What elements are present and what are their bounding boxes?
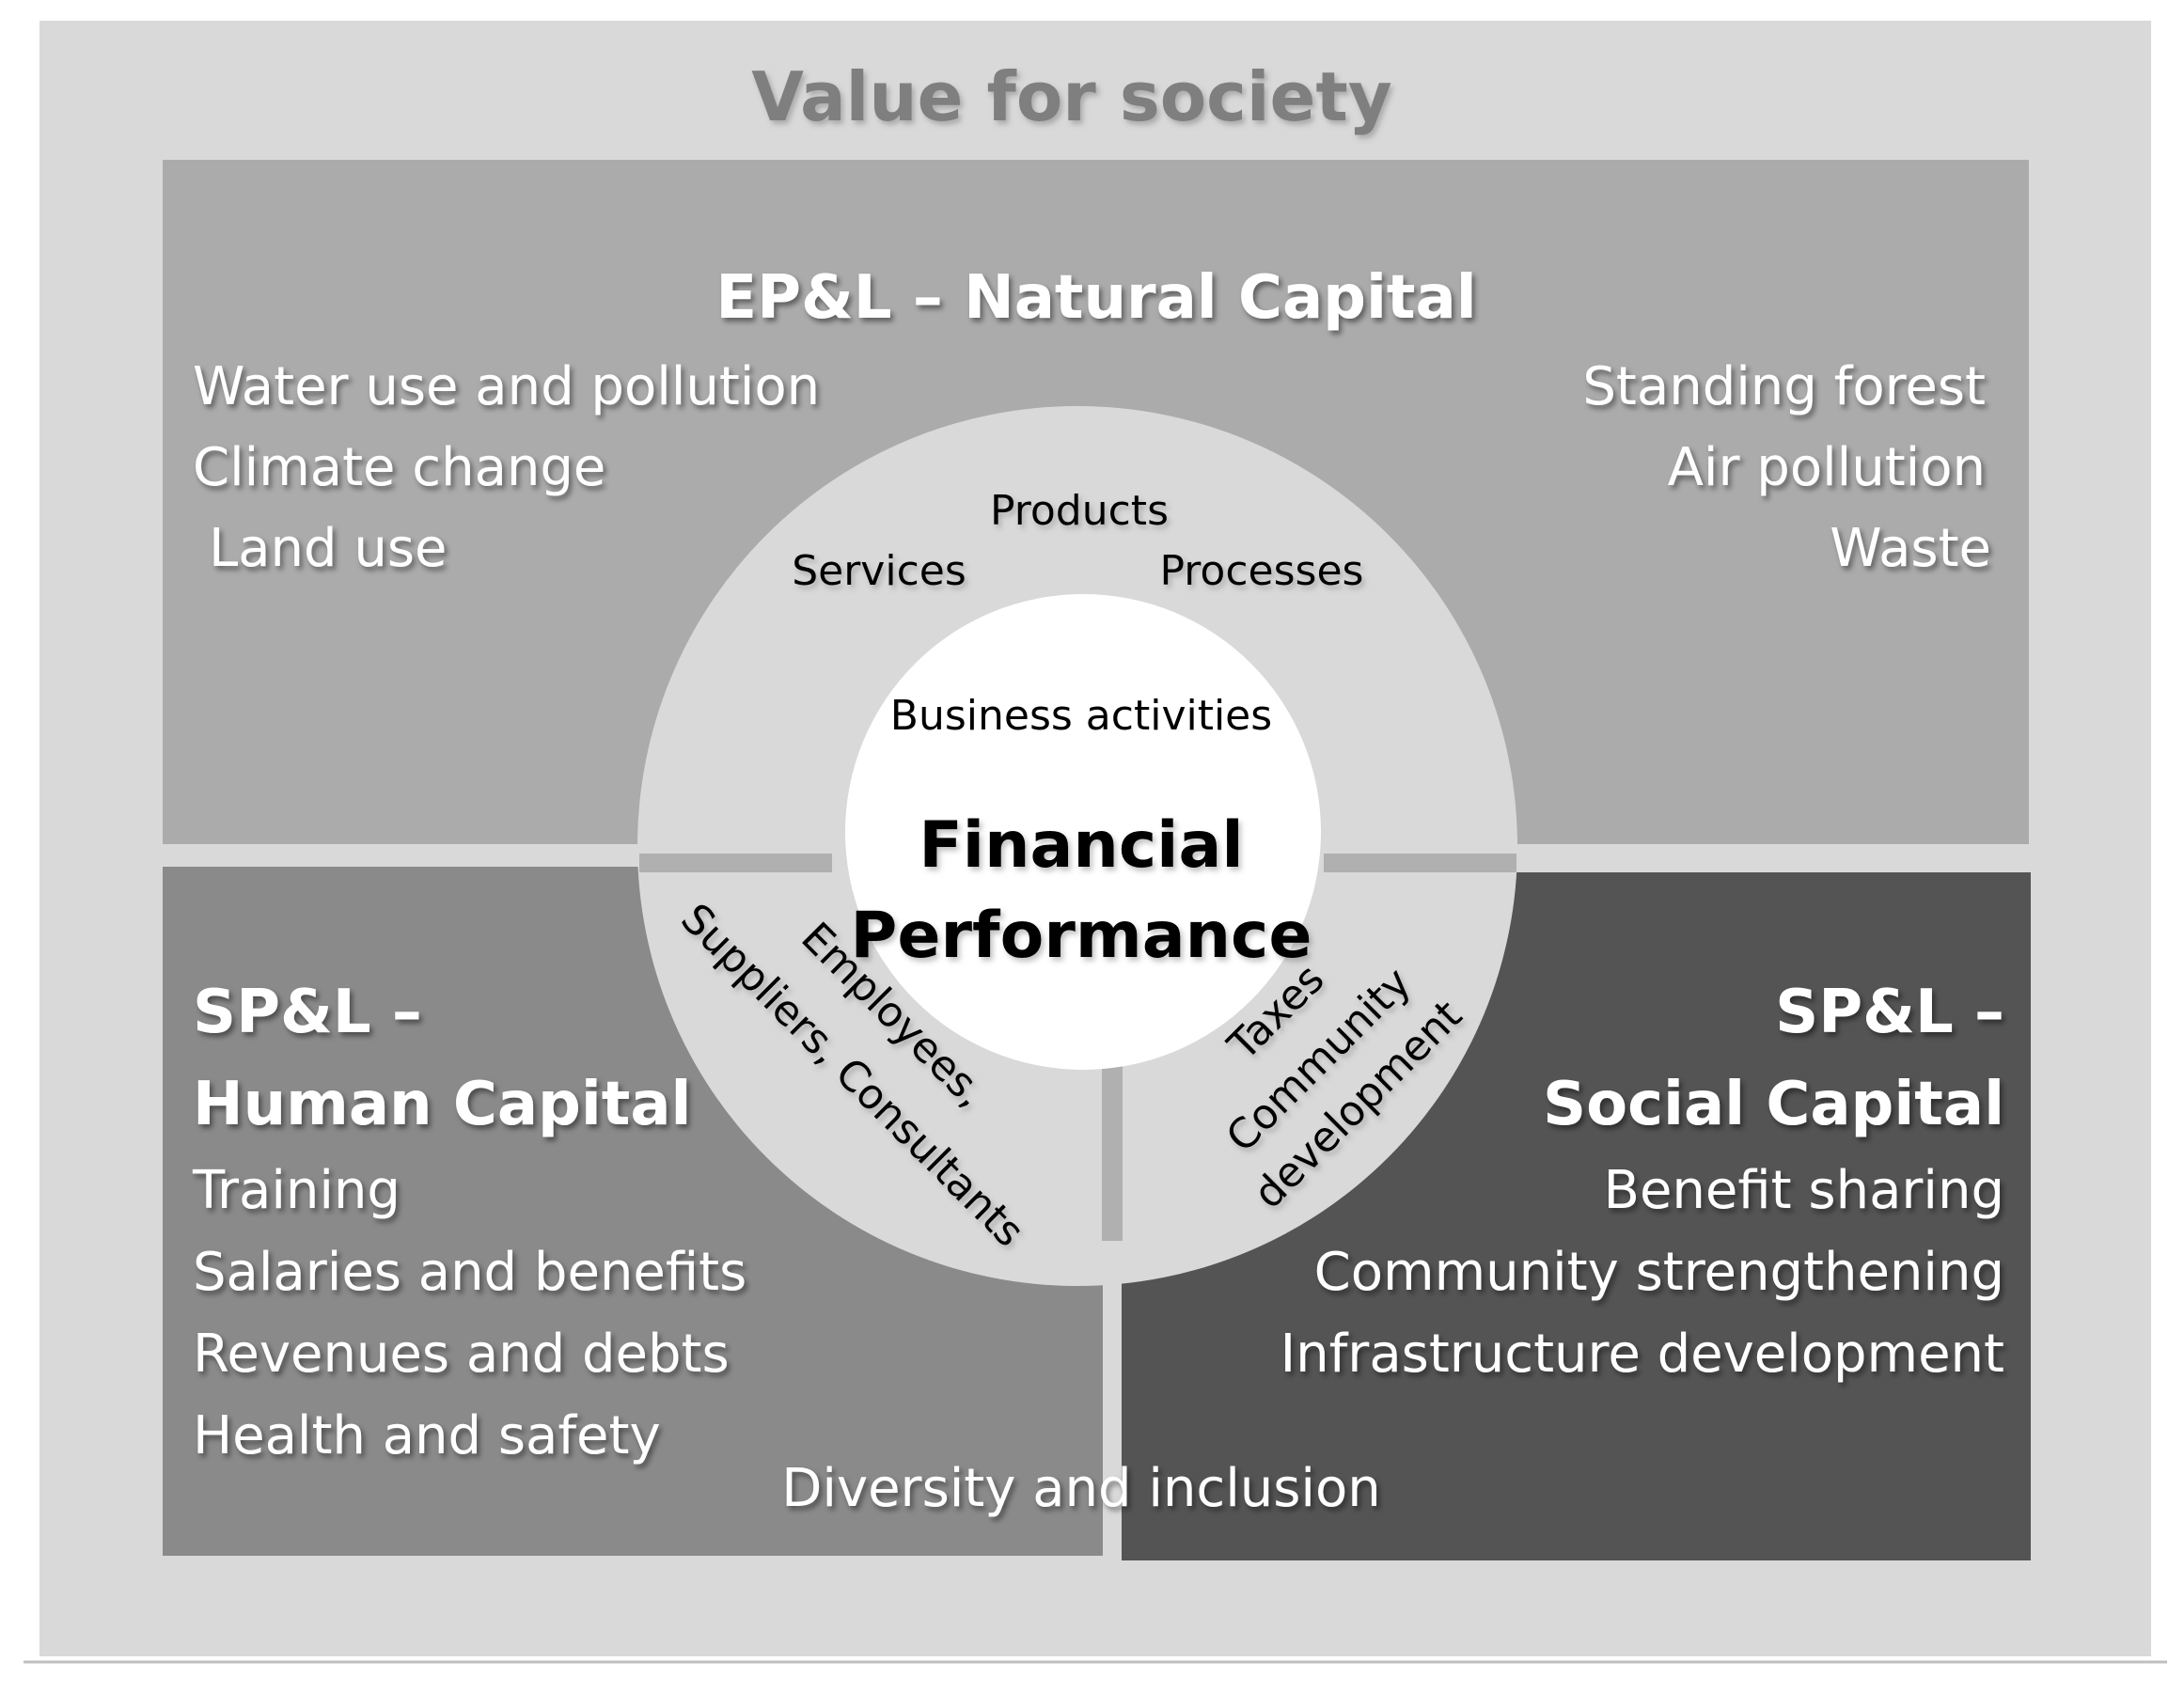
human-capital-text: SP&L – Human Capital Training Salaries a…	[192, 978, 746, 1466]
social-item: Infrastructure development	[1281, 1324, 2004, 1385]
social-item: Benefit sharing	[1604, 1160, 2004, 1221]
human-item: Training	[192, 1160, 401, 1221]
natural-left-list: Water use and pollution Climate change L…	[193, 356, 820, 579]
ring-upper-labels: Products Services Processes	[792, 487, 1363, 595]
social-capital-heading-line1: SP&L –	[1775, 978, 2004, 1047]
social-item: Community strengthening	[1314, 1242, 2004, 1303]
ring-label-processes: Processes	[1160, 547, 1364, 595]
diversity-inclusion-item: Diversity and inclusion	[781, 1458, 1380, 1519]
ring-divider-bottom	[1102, 1065, 1123, 1241]
ring-label-products: Products	[990, 487, 1169, 535]
natural-item: Standing forest	[1582, 356, 1986, 417]
human-item: Health and safety	[193, 1405, 661, 1466]
human-capital-heading-line1: SP&L –	[193, 978, 422, 1047]
ring-divider-right	[1324, 854, 1516, 872]
human-item: Revenues and debts	[193, 1324, 730, 1385]
natural-item: Land use	[209, 518, 447, 579]
natural-right-list: Standing forest Air pollution Waste	[1582, 356, 1991, 579]
business-activities-label: Business activities	[890, 692, 1272, 740]
natural-item: Climate change	[193, 437, 605, 498]
financial-performance-line2: Performance	[851, 899, 1312, 973]
social-capital-heading-line2: Social Capital	[1543, 1070, 2004, 1139]
ring-divider-left	[639, 854, 832, 872]
natural-capital-heading: EP&L – Natural Capital	[715, 263, 1476, 333]
natural-item: Waste	[1830, 518, 1991, 579]
financial-performance-core	[845, 594, 1321, 1070]
natural-item: Water use and pollution	[193, 356, 820, 417]
ring-label-services: Services	[792, 547, 966, 595]
human-item: Salaries and benefits	[193, 1242, 746, 1303]
diagram-title: Value for society	[751, 57, 1391, 136]
natural-item: Air pollution	[1668, 437, 1986, 498]
human-capital-heading-line2: Human Capital	[193, 1070, 691, 1139]
social-capital-text: SP&L – Social Capital Benefit sharing Co…	[1281, 978, 2004, 1385]
financial-performance-line1: Financial	[919, 808, 1243, 883]
